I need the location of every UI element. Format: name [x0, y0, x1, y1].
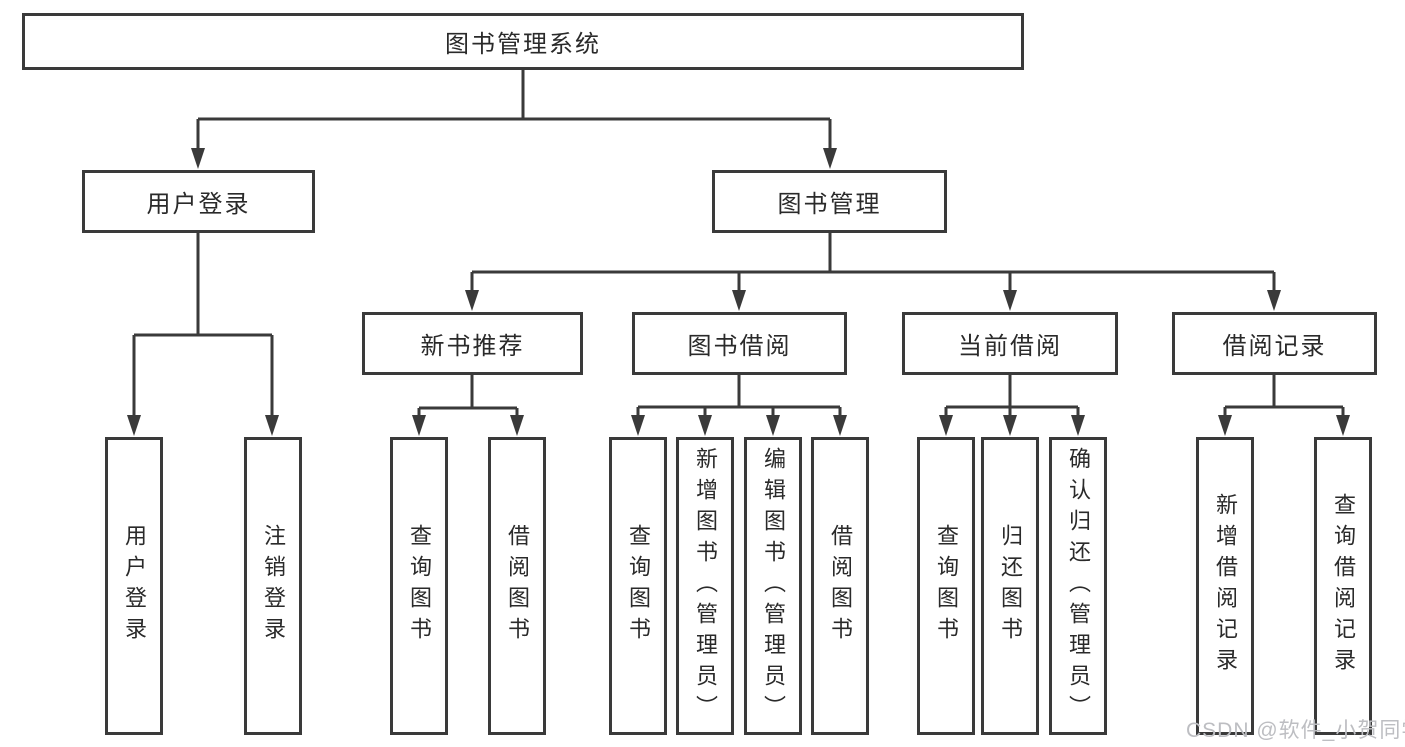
connector-borrowing-records-children [1218, 375, 1350, 436]
node-label: 用户登录 [122, 524, 147, 648]
connector-line [944, 375, 1080, 417]
leaf-borrow-books-2: 借阅图书 [811, 437, 869, 735]
arrowhead-down-icon [732, 290, 746, 311]
leaf-add-books-admin: 新增图书（管理员） [676, 437, 734, 735]
node-book-borrowing: 图书借阅 [632, 312, 847, 375]
leaf-user-login: 用户登录 [105, 437, 163, 735]
node-label: 图书借阅 [687, 333, 792, 360]
arrowhead-down-icon [510, 415, 524, 436]
csdn-watermark: CSDN @软件_小贺同学 [1186, 719, 1405, 742]
leaf-edit-books-admin: 编辑图书（管理员） [744, 437, 802, 735]
connector-current-borrowing-children [939, 375, 1085, 436]
arrowhead-down-icon [766, 415, 780, 436]
leaf-borrow-books-1: 借阅图书 [488, 437, 546, 735]
node-label: 归还图书 [998, 524, 1023, 648]
connector-line [132, 233, 274, 417]
leaf-return-books: 归还图书 [981, 437, 1039, 735]
arrowhead-down-icon [833, 415, 847, 436]
arrowhead-down-icon [939, 415, 953, 436]
leaf-query-books-2: 查询图书 [609, 437, 667, 735]
leaf-add-borrow-record: 新增借阅记录 [1196, 437, 1254, 735]
leaf-logout: 注销登录 [244, 437, 302, 735]
node-label: 图书管理 [777, 191, 882, 218]
node-label: 新增借阅记录 [1213, 493, 1238, 679]
arrowhead-down-icon [631, 415, 645, 436]
connector-root-to-level2 [191, 70, 837, 169]
node-user-login: 用户登录 [82, 170, 315, 233]
connector-line [636, 375, 842, 417]
node-library-management-system: 图书管理系统 [22, 13, 1024, 70]
node-current-borrowing: 当前借阅 [902, 312, 1118, 375]
connector-book-management-children [465, 233, 1281, 311]
node-label: 确认归还（管理员） [1066, 446, 1091, 726]
arrowhead-down-icon [265, 415, 279, 436]
arrowhead-down-icon [1003, 415, 1017, 436]
arrowhead-down-icon [127, 415, 141, 436]
connector-new-book-recommend-children [412, 375, 524, 436]
connector-book-borrowing-children [631, 375, 847, 436]
arrowhead-down-icon [465, 290, 479, 311]
node-new-book-recommend: 新书推荐 [362, 312, 583, 375]
leaf-query-books-3: 查询图书 [917, 437, 975, 735]
node-label: 查询借阅记录 [1331, 493, 1356, 679]
connector-line [1223, 375, 1345, 417]
arrowhead-down-icon [1267, 290, 1281, 311]
connector-line [417, 375, 519, 417]
leaf-confirm-return-admin: 确认归还（管理员） [1049, 437, 1107, 735]
connector-line [470, 233, 1276, 293]
node-label: 图书管理系统 [445, 31, 601, 58]
node-borrowing-records: 借阅记录 [1172, 312, 1377, 375]
arrowhead-down-icon [1003, 290, 1017, 311]
node-label: 查询图书 [407, 524, 432, 648]
arrowhead-down-icon [1218, 415, 1232, 436]
arrowhead-down-icon [823, 148, 837, 169]
node-label: 当前借阅 [958, 333, 1062, 360]
node-label: 借阅记录 [1222, 333, 1327, 360]
leaf-query-books-1: 查询图书 [390, 437, 448, 735]
node-label: 借阅图书 [828, 524, 853, 648]
connector-user-login-children [127, 233, 279, 436]
node-label: 查询图书 [934, 524, 959, 648]
node-label: 新增图书（管理员） [693, 446, 718, 726]
node-label: 编辑图书（管理员） [761, 446, 786, 726]
arrowhead-down-icon [698, 415, 712, 436]
node-label: 注销登录 [261, 524, 286, 648]
node-label: 借阅图书 [505, 524, 530, 648]
leaf-query-borrow-record: 查询借阅记录 [1314, 437, 1372, 735]
node-label: 新书推荐 [420, 333, 525, 360]
node-label: 用户登录 [146, 191, 251, 218]
arrowhead-down-icon [412, 415, 426, 436]
arrowhead-down-icon [191, 148, 205, 169]
connector-line [196, 70, 832, 150]
node-book-management: 图书管理 [712, 170, 947, 233]
node-label: 查询图书 [626, 524, 651, 648]
arrowhead-down-icon [1071, 415, 1085, 436]
arrowhead-down-icon [1336, 415, 1350, 436]
